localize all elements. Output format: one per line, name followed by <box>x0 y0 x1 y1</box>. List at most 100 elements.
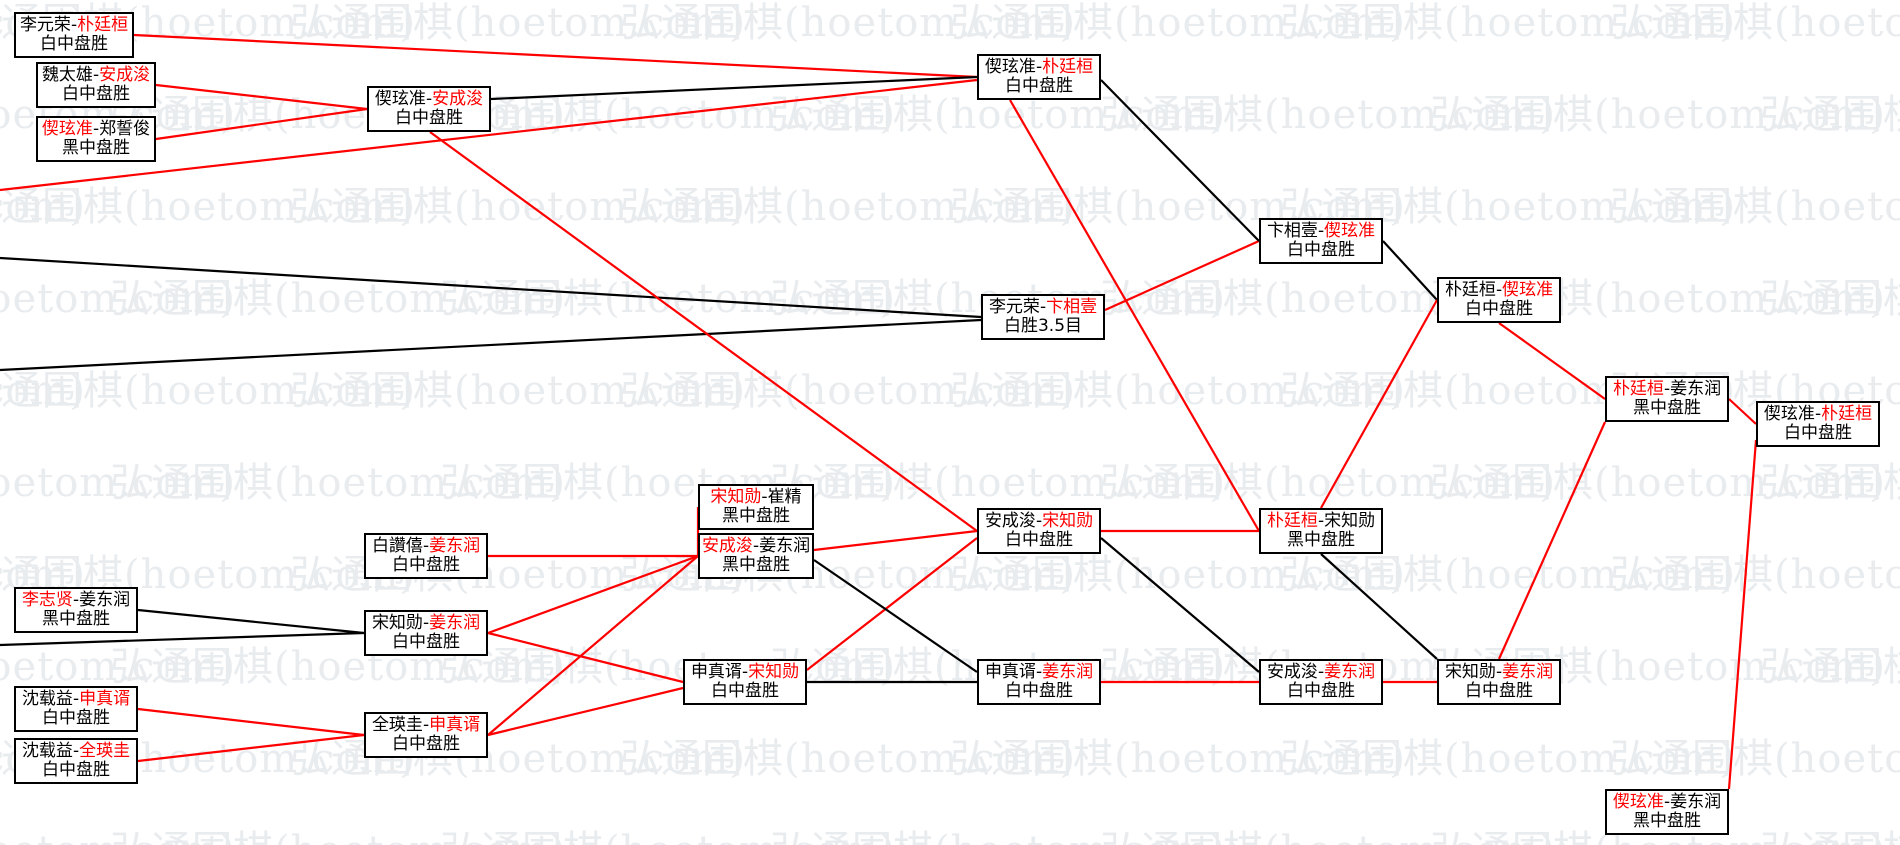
match-node[interactable]: 全瑛圭-申真谞白中盘胜 <box>364 712 488 758</box>
match-result: 黑中盘胜 <box>1633 398 1701 418</box>
player-left: 安成浚 <box>1266 661 1318 682</box>
player-left: 偰玹准 <box>1763 403 1815 424</box>
player-right: 姜东润 <box>429 612 481 633</box>
player-separator: - <box>422 714 430 735</box>
bracket-connector-line <box>813 559 978 673</box>
match-players: 李元荣-朴廷桓 <box>19 14 129 35</box>
player-separator: - <box>72 740 80 761</box>
match-node[interactable]: 朴廷桓-偰玹准白中盘胜 <box>1437 277 1561 323</box>
player-separator: - <box>92 64 100 85</box>
player-left: 偰玹准 <box>41 118 93 139</box>
bracket-connector-line <box>1320 553 1438 660</box>
match-players: 偰玹准-姜东润 <box>1613 791 1722 812</box>
match-players: 偰玹准-郑誓俊 <box>41 118 151 139</box>
player-right: 姜东润 <box>79 589 131 610</box>
player-right: 姜东润 <box>1042 661 1094 682</box>
match-players: 安成浚-姜东润 <box>702 536 810 556</box>
match-players: 白讚僖-姜东润 <box>372 535 480 556</box>
player-left: 李元荣 <box>19 14 71 35</box>
match-node[interactable]: 安成浚-姜东润黑中盘胜 <box>698 533 814 579</box>
match-node[interactable]: 李志贤-姜东润黑中盘胜 <box>14 587 138 633</box>
player-right: 申真谞 <box>79 688 131 709</box>
match-players: 全瑛圭-申真谞 <box>372 714 480 735</box>
player-left: 宋知勋 <box>1444 661 1496 682</box>
match-node[interactable]: 李元荣-朴廷桓白中盘胜 <box>14 12 134 58</box>
match-node[interactable]: 白讚僖-姜东润白中盘胜 <box>364 533 488 579</box>
player-right: 姜东润 <box>1670 791 1722 812</box>
player-left: 申真谞 <box>984 661 1036 682</box>
match-node[interactable]: 宋知勋-崔精黑中盘胜 <box>698 484 814 530</box>
player-separator: - <box>1663 378 1671 399</box>
player-separator: - <box>761 486 768 507</box>
match-node[interactable]: 卞相壹-偰玹准白中盘胜 <box>1259 218 1383 264</box>
match-players: 申真谞-姜东润 <box>984 661 1094 682</box>
match-node[interactable]: 安成浚-姜东润白中盘胜 <box>1259 659 1383 705</box>
bracket-connector-line <box>0 256 982 319</box>
player-separator: - <box>422 535 430 556</box>
match-result: 黑中盘胜 <box>1633 811 1701 831</box>
player-separator: - <box>1317 661 1325 682</box>
player-separator: - <box>422 612 430 633</box>
player-left: 宋知勋 <box>710 486 762 507</box>
bracket-connector-line <box>1498 322 1606 400</box>
match-result: 白中盘胜 <box>1465 299 1533 319</box>
match-node[interactable]: 偰玹准-朴廷桓白中盘胜 <box>977 54 1101 100</box>
player-separator: - <box>1035 510 1043 531</box>
match-node[interactable]: 安成浚-宋知勋白中盘胜 <box>977 508 1101 554</box>
player-right: 朴廷桓 <box>77 14 129 35</box>
match-result: 黑中盘胜 <box>722 506 790 526</box>
match-node[interactable]: 宋知勋-姜东润白中盘胜 <box>364 610 488 656</box>
player-right: 朴廷桓 <box>1821 403 1873 424</box>
match-node[interactable]: 沈载益-申真谞白中盘胜 <box>14 686 138 732</box>
match-players: 魏太雄-安成浚 <box>42 64 150 85</box>
player-separator: - <box>92 118 100 139</box>
player-separator: - <box>1035 56 1043 77</box>
match-node[interactable]: 魏太雄-安成浚白中盘胜 <box>36 62 156 108</box>
player-separator: - <box>1663 791 1671 812</box>
bracket-connector-line <box>487 555 699 736</box>
match-result: 白中盘胜 <box>42 708 110 728</box>
bracket-connector-line <box>137 733 365 763</box>
match-players: 沈载益-全瑛圭 <box>22 740 130 761</box>
match-players: 李志贤-姜东润 <box>22 589 131 610</box>
bracket-connector-line <box>429 131 978 532</box>
match-node[interactable]: 宋知勋-姜东润白中盘胜 <box>1437 659 1561 705</box>
player-separator: - <box>1814 403 1822 424</box>
match-node[interactable]: 朴廷桓-宋知勋黑中盘胜 <box>1259 508 1383 554</box>
match-node[interactable]: 朴廷桓-姜东润黑中盘胜 <box>1605 376 1729 422</box>
bracket-connector-line <box>137 707 365 737</box>
bracket-connector-line <box>806 537 978 671</box>
player-left: 朴廷桓 <box>1612 378 1664 399</box>
bracket-connector-line <box>155 107 368 141</box>
match-players: 宋知勋-姜东润 <box>372 612 481 633</box>
player-right: 宋知勋 <box>1324 510 1376 531</box>
bracket-connector-line <box>1100 537 1260 673</box>
match-players: 宋知勋-崔精 <box>710 486 802 507</box>
player-right: 郑誓俊 <box>99 118 151 139</box>
bracket-connector-line <box>1728 398 1757 425</box>
player-separator: - <box>72 688 80 709</box>
match-node[interactable]: 偰玹准-朴廷桓白中盘胜 <box>1756 401 1880 447</box>
match-result: 白胜3.5目 <box>1003 316 1083 336</box>
match-node[interactable]: 李元荣-卞相壹白胜3.5目 <box>981 294 1105 340</box>
match-node[interactable]: 偰玹准-郑誓俊黑中盘胜 <box>36 116 156 162</box>
match-node[interactable]: 申真谞-宋知勋白中盘胜 <box>683 659 807 705</box>
player-left: 偰玹准 <box>374 88 426 109</box>
bracket-connector-line <box>1104 239 1260 312</box>
match-node[interactable]: 偰玹准-姜东润黑中盘胜 <box>1605 789 1729 835</box>
player-separator: - <box>425 88 433 109</box>
match-players: 偰玹准-朴廷桓 <box>1763 403 1873 424</box>
player-right: 崔精 <box>767 486 802 507</box>
player-right: 姜东润 <box>1502 661 1554 682</box>
match-result: 白中盘胜 <box>1005 76 1073 96</box>
player-separator: - <box>1035 661 1043 682</box>
match-node[interactable]: 申真谞-姜东润白中盘胜 <box>977 659 1101 705</box>
match-players: 李元荣-卞相壹 <box>989 297 1097 317</box>
bracket-connector-line <box>487 554 699 635</box>
bracket-connector-line <box>0 631 365 647</box>
match-node[interactable]: 偰玹准-安成浚白中盘胜 <box>367 86 491 132</box>
player-separator: - <box>70 14 78 35</box>
match-result: 白中盘胜 <box>392 555 460 575</box>
match-node[interactable]: 沈载益-全瑛圭白中盘胜 <box>14 738 138 784</box>
